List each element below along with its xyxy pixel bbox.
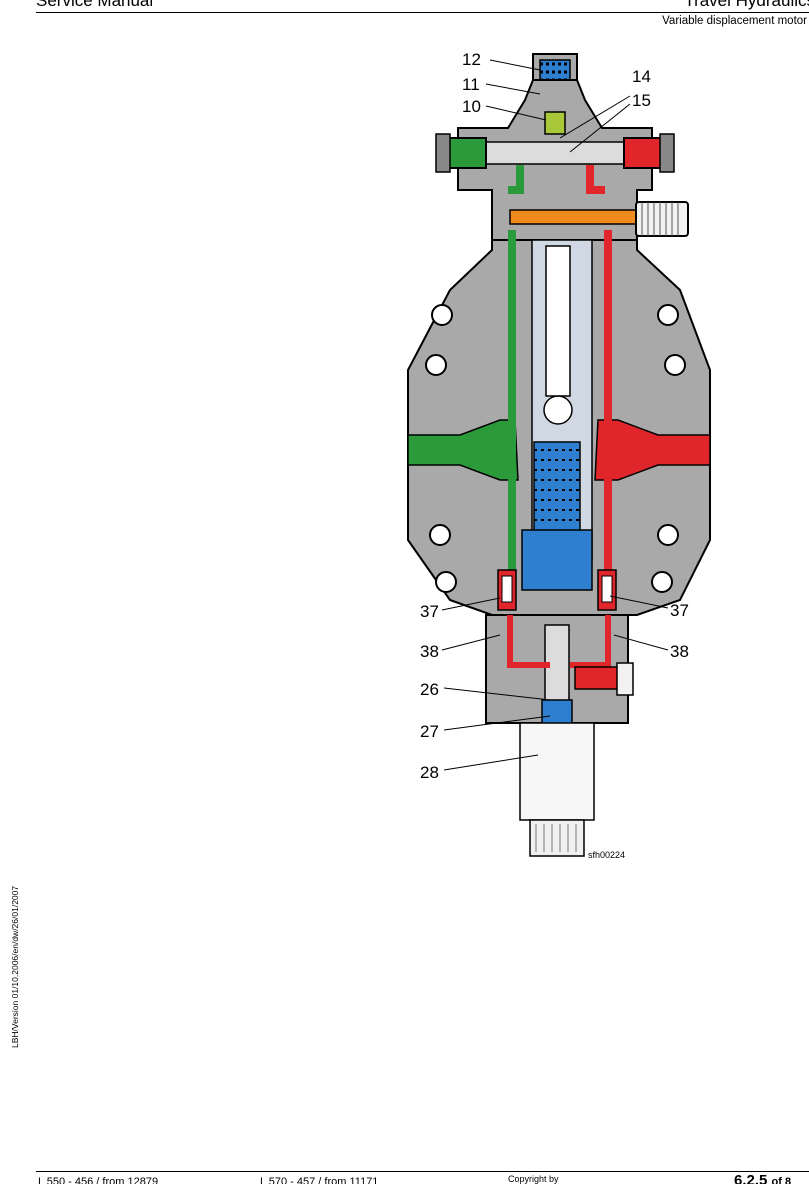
- red-passage-upper: [586, 165, 605, 194]
- callout-14: 14: [632, 67, 651, 86]
- piston-rod: [545, 245, 571, 397]
- bolt-hole: [657, 524, 679, 546]
- spool-blue-seat: [541, 699, 573, 725]
- bolt-hole: [651, 571, 673, 593]
- callout-38-right: 38: [670, 642, 689, 661]
- callout-28: 28: [420, 763, 439, 782]
- bolt-hole: [435, 571, 457, 593]
- solenoid-connector: [529, 819, 585, 857]
- bolt-hole: [425, 354, 447, 376]
- pilot-spool: [509, 209, 637, 225]
- green-passage-upper: [508, 165, 524, 194]
- callout-10: 10: [462, 97, 481, 116]
- adjust-knob: [635, 201, 689, 237]
- callout-37-right: 37: [670, 601, 689, 620]
- motor-section-diagram: 12 11 10 14 15 37 37 38 38 26 27 28 sfh0…: [407, 50, 711, 860]
- control-spring: [534, 449, 580, 521]
- control-piston-head: [521, 529, 593, 591]
- lower-red-passage: [507, 615, 611, 668]
- page-of: of 8: [771, 1176, 792, 1184]
- callout-37-left: 37: [420, 602, 439, 621]
- bolt-hole: [657, 304, 679, 326]
- figure-code: sfh00224: [588, 850, 625, 860]
- right-plug-cap: [659, 133, 675, 173]
- relief-poppet-left: [501, 575, 513, 603]
- bolt-hole: [431, 304, 453, 326]
- solenoid-body: [519, 722, 595, 821]
- callout-26: 26: [420, 680, 439, 699]
- right-plug-red: [623, 137, 665, 169]
- footer-copyright: Copyright by: [508, 1174, 559, 1184]
- bolt-hole: [429, 524, 451, 546]
- footer-models-b: L 570 - 457 / from 11171: [260, 1176, 379, 1184]
- header-subtitle: Variable displacement motor: [662, 15, 807, 27]
- lower-red-port: [574, 666, 620, 690]
- upper-callout-leaders: [485, 59, 631, 153]
- left-plug-cap: [435, 133, 451, 173]
- callout-15: 15: [632, 91, 651, 110]
- port-b-red: [594, 419, 711, 481]
- footer-models-a: L 550 - 456 / from 12879: [38, 1176, 159, 1184]
- lower-port-plug: [616, 662, 634, 696]
- shuttle-spool: [484, 141, 626, 165]
- callout-12: 12: [462, 50, 481, 69]
- piston-ball: [543, 395, 573, 425]
- header-chapter-title: Travel Hydraulics: [684, 0, 809, 10]
- knob-knurl: [641, 202, 679, 236]
- left-plug-green: [445, 137, 487, 169]
- footer-divider: [36, 1171, 809, 1172]
- connector-ribs: [535, 824, 577, 852]
- header-divider: [36, 12, 809, 13]
- version-note: LBH/Version 01/10.2006/en/dw/26/01/2007: [10, 885, 20, 1048]
- header-manual-title: Service Manual: [36, 0, 154, 10]
- bolt-hole: [664, 354, 686, 376]
- shuttle-seat: [544, 111, 566, 135]
- footer-page-number: 6.2.5 of 8: [734, 1172, 791, 1184]
- callout-27: 27: [420, 722, 439, 741]
- port-a-green: [407, 419, 519, 481]
- callout-38-left: 38: [420, 642, 439, 661]
- control-spring-chamber: [533, 441, 581, 533]
- relief-callout-leaders: [441, 595, 669, 651]
- relief-poppet-right: [601, 575, 613, 603]
- lower-callout-leaders: [443, 687, 551, 771]
- callout-11: 11: [462, 75, 480, 94]
- page-number: 6.2.5: [734, 1172, 768, 1184]
